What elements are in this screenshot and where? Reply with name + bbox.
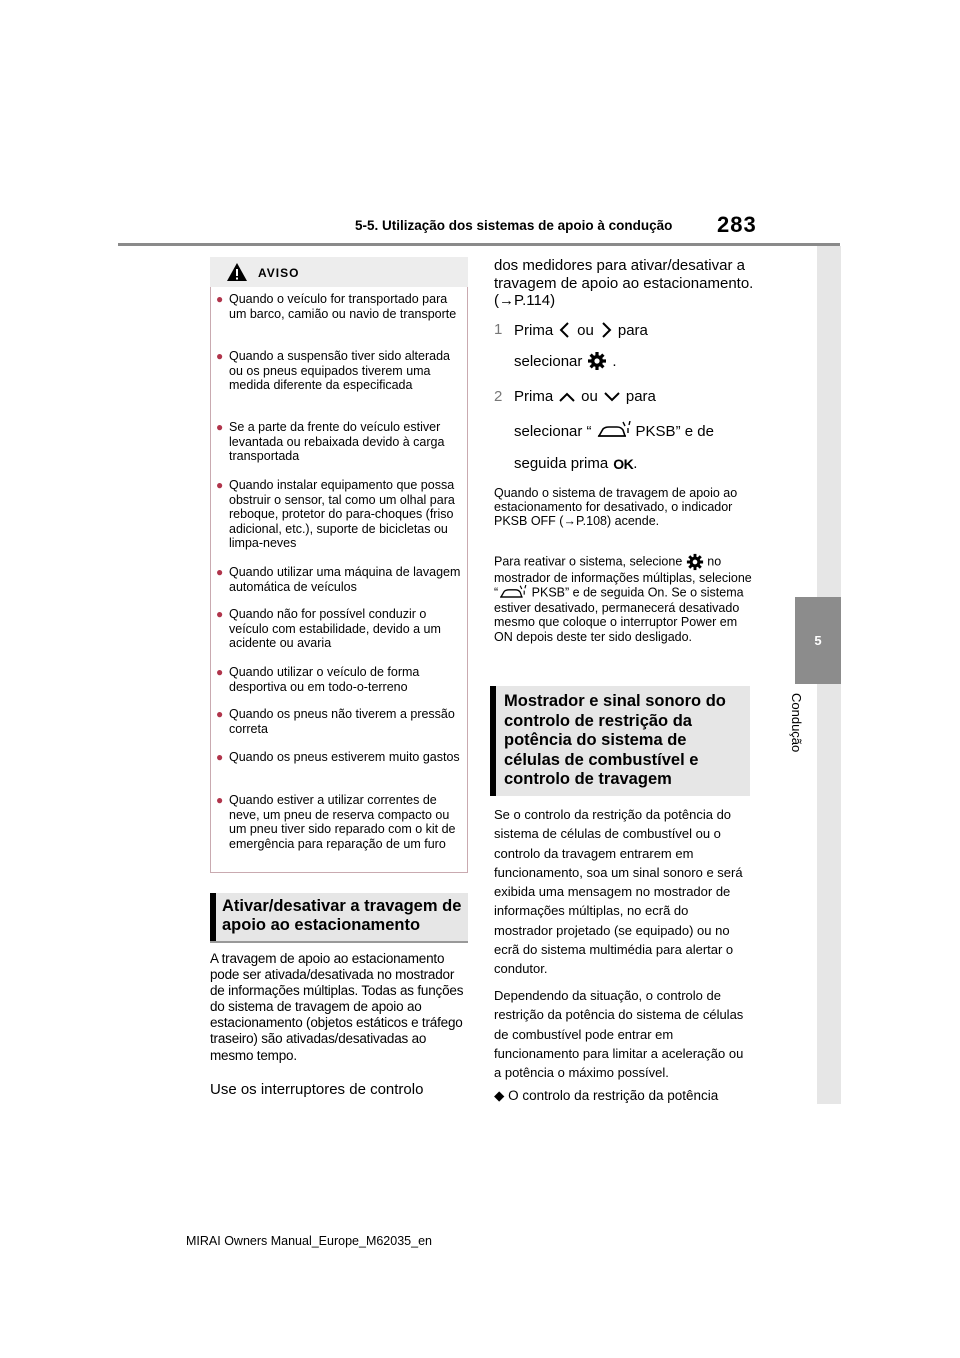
warning-triangle-icon xyxy=(227,263,247,281)
car-sensor-icon xyxy=(500,585,527,598)
warning-item: ●Quando a suspensão tiver sido alterada … xyxy=(216,349,450,393)
page-number: 283 xyxy=(717,212,757,237)
step-text: Prima xyxy=(514,321,554,339)
section-heading-box xyxy=(210,893,468,943)
bullet-dot-icon: ● xyxy=(216,420,224,434)
body-paragraph: Dependendo da situação, o controlo de re… xyxy=(494,988,744,1081)
chevron-left-icon xyxy=(559,322,569,338)
warning-item: ●Quando não for possível conduzir o veíc… xyxy=(216,607,441,651)
chapter-tab[interactable]: 5 xyxy=(795,597,841,684)
gear-icon xyxy=(686,553,703,571)
bullet-item: ◆ O controlo da restrição da potência xyxy=(494,1088,718,1104)
step-text: . xyxy=(633,455,638,472)
bullet-dot-icon: ● xyxy=(216,292,224,306)
chevron-up-icon xyxy=(559,392,575,402)
warning-item: ●Quando o veículo for transportado para … xyxy=(216,292,457,321)
section-heading-box xyxy=(490,686,750,796)
step-text: selecionar “ xyxy=(514,422,592,440)
side-tab-strip xyxy=(817,246,841,597)
intro-paragraph: dos medidores para ativar/desativar a tr… xyxy=(494,257,754,309)
step-1: 1 Prima ou para selecionar . xyxy=(494,321,754,381)
body-paragraph: Se o controlo da restrição da potência d… xyxy=(494,807,743,977)
section-paragraph: A travagem de apoio ao estacionamento po… xyxy=(210,951,464,1063)
step-text: selecionar xyxy=(514,352,583,370)
car-sensor-icon xyxy=(597,421,631,437)
note-text: Para reativar o sistema, selecione xyxy=(494,554,683,569)
section-heading-bar xyxy=(210,893,216,943)
bullet-dot-icon: ● xyxy=(216,478,224,492)
note-paragraph: Para reativar o sistema, selecione no mo… xyxy=(494,553,754,644)
warning-item: ●Se a parte da frente do veículo estiver… xyxy=(216,420,445,464)
bullet-dot-icon: ● xyxy=(216,793,224,807)
step-text: . xyxy=(612,352,617,370)
section-heading-rule xyxy=(210,941,468,943)
side-tab-strip-lower xyxy=(817,684,841,1104)
footer-text: MIRAI Owners Manual_Europe_M62035_en xyxy=(186,1234,432,1248)
step-text: ou xyxy=(581,388,598,405)
diamond-bullet-icon: ◆ xyxy=(494,1088,505,1103)
ok-icon: OK xyxy=(613,455,634,472)
chapter-label: Condução xyxy=(789,693,804,753)
chevron-right-icon xyxy=(602,322,612,338)
chevron-down-icon xyxy=(604,391,620,401)
bullet-dot-icon: ● xyxy=(216,565,224,579)
step-text: PKSB” e de xyxy=(635,422,714,440)
note-text: PKSB” e de seguida On. Se o sistema esti… xyxy=(494,585,744,644)
step-2: 2 Prima ou para selecionar “ PKSB” e de … xyxy=(494,388,754,474)
section-heading-bar xyxy=(490,686,496,796)
step-number: 2 xyxy=(494,388,503,405)
warning-header xyxy=(210,257,468,287)
warning-item: ●Quando utilizar uma máquina de lavagem … xyxy=(216,565,461,594)
note-paragraph: Quando o sistema de travagem de apoio ao… xyxy=(494,486,738,529)
section-paragraph-continued: Use os interruptores de controlo xyxy=(210,1081,424,1098)
warning-item: ●Quando estiver a utilizar correntes de … xyxy=(216,793,456,851)
step-text: ou xyxy=(577,321,594,339)
bullet-text: O controlo da restrição da potência xyxy=(508,1088,719,1103)
step-text: seguida prima xyxy=(514,455,609,472)
warning-item: ●Quando os pneus não tiverem a pressão c… xyxy=(216,707,455,736)
warning-title: AVISO xyxy=(258,266,300,280)
step-text: Prima xyxy=(514,388,554,405)
note-text: no mostrador de informações múltiplas, s… xyxy=(494,554,752,600)
warning-item: ●Quando utilizar o veículo de forma desp… xyxy=(216,665,420,694)
step-number: 1 xyxy=(494,321,503,338)
step-text: para xyxy=(617,321,648,339)
bullet-dot-icon: ● xyxy=(216,707,224,721)
section-heading-title: Mostrador e sinal sonoro do controlo de … xyxy=(504,692,726,788)
warning-item: ●Quando os pneus estiverem muito gastos xyxy=(216,750,460,764)
section-heading-title: Ativar/desativar a travagem de apoio ao … xyxy=(222,897,462,934)
warning-item: ●Quando instalar equipamento que possa o… xyxy=(216,478,455,551)
bullet-dot-icon: ● xyxy=(216,750,224,764)
step-text: para xyxy=(625,388,656,405)
bullet-dot-icon: ● xyxy=(216,349,224,363)
header-rule xyxy=(118,243,840,246)
bullet-dot-icon: ● xyxy=(216,665,224,679)
bullet-dot-icon: ● xyxy=(216,607,224,621)
section-header-title: 5-5. Utilização dos sistemas de apoio à … xyxy=(355,218,673,233)
gear-icon xyxy=(588,352,607,370)
